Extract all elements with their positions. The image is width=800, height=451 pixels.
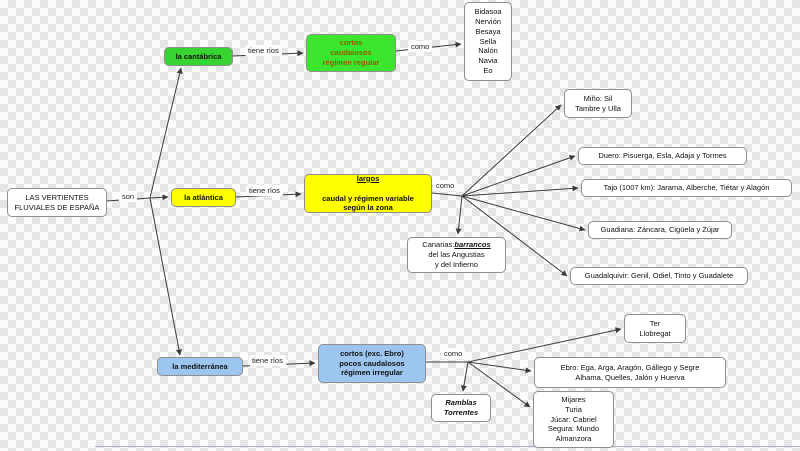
bottom-edge-line	[95, 446, 800, 447]
desc-atlantica-line1: largos	[356, 173, 380, 183]
edge-mediterranea-mijares	[467, 361, 531, 408]
river-ebro: Ebro: Ega, Arga, Aragón, Gállego y Segre…	[534, 357, 726, 388]
desc-atlantica: largos caudal y régimen variable según l…	[304, 174, 432, 213]
edge-son-cantabrica	[149, 67, 183, 199]
edge-atlantica-tajo	[461, 185, 579, 197]
link-label-como-cantabrica: como	[408, 41, 433, 52]
rivers-cantabrica: Bidasoa Nervión Besaya Sella Nalón Navia…	[464, 2, 512, 81]
river-mijares-group: Mijares Turia Júcar: Cabriel Segura: Mun…	[533, 391, 614, 448]
link-label-como-mediterranea: como	[441, 348, 466, 359]
canarias-highlight: barrancos	[454, 240, 491, 250]
edge-atlantica-guadiana	[461, 195, 586, 232]
edge-son-mediterranea	[149, 197, 182, 356]
river-mino: Miño: Sil Tambre y Ulla	[564, 89, 632, 118]
river-duero: Duero: Pisuerga, Esla, Adaja y Tormes	[578, 147, 747, 165]
canarias-rest: del las Angustias y del Infierno	[428, 250, 485, 269]
desc-atlantica-text: largos caudal y régimen variable según l…	[322, 164, 414, 223]
node-cantabrica: la cantábrica	[164, 47, 233, 66]
link-label-tiene-rios-cantabrica: tiene ríos	[245, 45, 282, 56]
edge-mediterranea-ebro	[467, 361, 532, 374]
canarias-text: Canarias:barrancos del las Angustias y d…	[422, 230, 490, 279]
edge-mediterranea-ter	[467, 327, 622, 363]
desc-cantabrica: cortos caudaiosos régimen regular	[306, 34, 396, 72]
node-mediterranea: la mediterránea	[157, 357, 243, 376]
river-guadalquivir: Guadalquivir: Genil, Odiel, Tinto y Guad…	[570, 267, 748, 285]
edge-atlantica-duero	[461, 155, 576, 197]
edge-mediterranea-ramblas	[460, 361, 469, 392]
node-ramblas-torrentes: Ramblas Torrentes	[431, 394, 491, 422]
river-tajo: Tajo (1007 km): Jarama, Alberche, Tiétar…	[581, 179, 792, 197]
river-guadiana: Guadiana: Záncara, Cigüela y Zújar	[588, 221, 732, 239]
edges-group	[105, 41, 622, 408]
edge-son-atlantica	[149, 194, 169, 201]
link-label-como-atlantica: como	[433, 180, 458, 191]
node-canarias: Canarias:barrancos del las Angustias y d…	[407, 237, 506, 273]
edge-atlantica-canarias	[455, 195, 463, 235]
link-label-tiene-rios-mediterranea: tiene ríos	[249, 355, 286, 366]
link-label-tiene-rios-atlantica: tiene ríos	[246, 185, 283, 196]
canarias-prefix: Canarias:	[422, 240, 455, 250]
node-atlantica: la atlántica	[171, 188, 236, 207]
edge-atlantica-guadalquivir	[461, 195, 568, 277]
root-node: LAS VERTIENTES FLUVIALES DE ESPAÑA	[7, 188, 107, 217]
desc-atlantica-rest: caudal y régimen variable según la zona	[322, 193, 414, 213]
edge-atlantica-junction	[431, 192, 463, 197]
edge-atlantica-mino	[461, 104, 562, 197]
link-label-son: son	[119, 191, 138, 202]
desc-mediterranea: cortos (exc. Ebro) pocos caudalosos régi…	[318, 344, 426, 383]
river-ter-llobregat: Ter Llobregat	[624, 314, 686, 343]
